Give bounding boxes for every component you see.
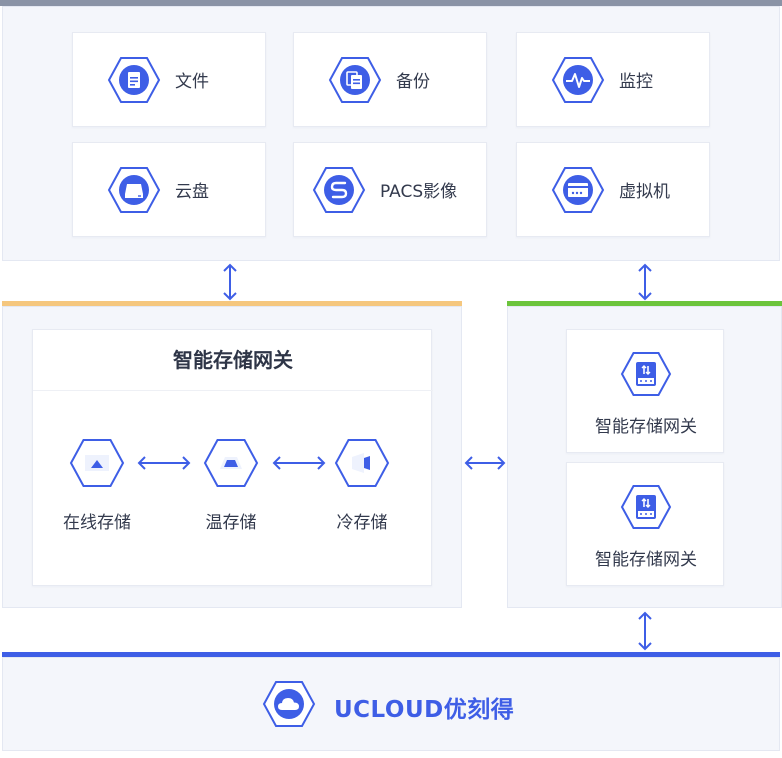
app-card-backup[interactable]: 备份 [293, 32, 487, 127]
tier-online-storage[interactable]: 在线存储 [42, 438, 152, 533]
app-card-cloud-disk[interactable]: 云盘 [72, 142, 266, 237]
node-label: 智能存储网关 [595, 417, 697, 437]
app-to-cluster-arrow [638, 263, 652, 301]
tier-label: 温存储 [205, 513, 257, 533]
cloud-accent-bar [2, 652, 780, 657]
app-label: 监控 [619, 72, 653, 92]
virtual-machine-icon [551, 166, 605, 214]
warm-cold-arrow [272, 456, 326, 470]
storage-gateway-icon [620, 351, 672, 397]
cluster-node[interactable]: 智能存储网关 [566, 462, 724, 586]
app-label: 备份 [396, 72, 430, 92]
gateway-title: 智能存储网关 [33, 330, 433, 391]
cloud-disk-icon [107, 166, 161, 214]
app-card-virtual-machine[interactable]: 虚拟机 [516, 142, 710, 237]
gateway-accent-bar [2, 301, 462, 306]
gateway-to-cluster-arrow [464, 456, 506, 470]
app-card-pacs[interactable]: PACS影像 [293, 142, 487, 237]
backup-icon [328, 56, 382, 104]
pacs-image-icon [312, 166, 366, 214]
warm-storage-icon [203, 438, 259, 488]
app-card-file[interactable]: 文件 [72, 32, 266, 127]
cold-storage-icon [334, 438, 390, 488]
top-accent-bar [0, 0, 782, 6]
tier-warm-storage[interactable]: 温存储 [176, 438, 286, 533]
cluster-node[interactable]: 智能存储网关 [566, 329, 724, 453]
cloud-panel [2, 657, 780, 751]
tier-label: 冷存储 [336, 513, 388, 533]
cluster-to-cloud-arrow [638, 611, 652, 651]
brand-logo: UCLOUD优刻得 [334, 697, 515, 723]
tier-label: 在线存储 [63, 513, 131, 533]
app-label: 虚拟机 [619, 182, 670, 202]
storage-gateway-icon [620, 484, 672, 530]
app-card-monitor[interactable]: 监控 [516, 32, 710, 127]
online-storage-icon [69, 438, 125, 488]
monitor-icon [551, 56, 605, 104]
app-label: PACS影像 [380, 182, 458, 202]
cloud-icon [262, 680, 316, 728]
node-label: 智能存储网关 [595, 550, 697, 570]
app-to-gateway-arrow [223, 263, 237, 301]
cluster-accent-bar [507, 301, 782, 306]
tier-cold-storage[interactable]: 冷存储 [307, 438, 417, 533]
app-label: 云盘 [175, 182, 209, 202]
file-icon [107, 56, 161, 104]
online-warm-arrow [137, 456, 191, 470]
app-label: 文件 [175, 72, 209, 92]
